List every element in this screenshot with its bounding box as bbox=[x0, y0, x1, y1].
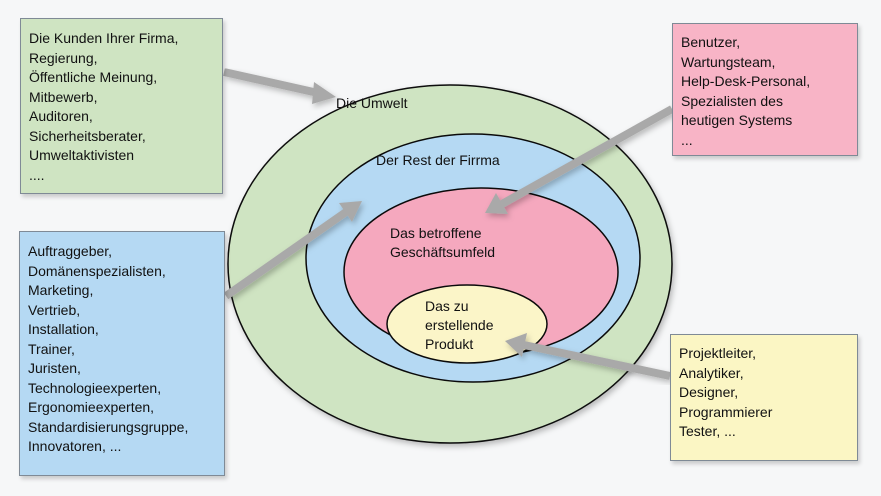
box-line: Help-Desk-Personal, bbox=[681, 73, 811, 89]
box-line: Ergonomieexperten, bbox=[28, 399, 155, 415]
box-line: Spezialisten des bbox=[681, 92, 783, 109]
box-line: Sicherheitsberater, bbox=[29, 127, 146, 144]
box-line: Wartungsteam, bbox=[681, 53, 776, 70]
box-line: Marketing, bbox=[28, 282, 94, 298]
box-line: Innovatoren, ... bbox=[28, 438, 122, 454]
box-line: ... bbox=[681, 131, 693, 148]
box-line: Öffentliche Meinung, bbox=[29, 69, 158, 85]
box-line: Vertrieb, bbox=[28, 301, 81, 318]
box-line: Tester, ... bbox=[679, 423, 736, 439]
rest-of-company-label: Der Rest der Firrma bbox=[376, 152, 500, 168]
box-line: Juristen, bbox=[28, 360, 81, 376]
box-line: Auftraggeber, bbox=[28, 243, 113, 259]
project-team-box: Projektleiter, Analytiker, Designer, Pro… bbox=[670, 334, 858, 461]
business-stakeholders-box: Auftraggeber, Domänenspezialisten, Marke… bbox=[19, 231, 225, 476]
arrow-environment bbox=[223, 68, 336, 104]
arrow-team bbox=[505, 333, 671, 380]
arrow-users bbox=[485, 105, 674, 214]
box-line: Analytiker, bbox=[679, 364, 744, 381]
environment-label: Die Umwelt bbox=[336, 95, 408, 111]
users-box: Benutzer, Wartungsteam, Help-Desk-Person… bbox=[672, 23, 858, 156]
box-line: Die Kunden Ihrer Firma, bbox=[29, 30, 179, 46]
environment-stakeholders-box: Die Kunden Ihrer Firma, Regierung, Öffen… bbox=[20, 18, 223, 194]
business-area-label-line-1: Das betroffene bbox=[390, 225, 482, 241]
box-line: Domänenspezialisten, bbox=[28, 262, 166, 279]
box-line: Designer, bbox=[679, 384, 739, 400]
box-line: Mitbewerb, bbox=[29, 88, 98, 105]
box-line: Programmierer bbox=[679, 403, 773, 420]
box-line: Regierung, bbox=[29, 49, 98, 66]
box-line: Installation, bbox=[28, 321, 99, 337]
product-label-line-1: Das zu bbox=[425, 298, 469, 314]
product-ring bbox=[386, 284, 548, 364]
product-label-line-3: Produkt bbox=[425, 336, 473, 352]
box-line: Projektleiter, bbox=[679, 345, 757, 361]
box-line: Trainer, bbox=[28, 340, 75, 357]
box-line: Auditoren, bbox=[29, 108, 93, 124]
arrow-business bbox=[223, 201, 362, 300]
box-line: Benutzer, bbox=[681, 34, 741, 50]
box-line: Standardisierungsgruppe, bbox=[28, 418, 189, 435]
box-line: Technologieexperten, bbox=[28, 379, 162, 396]
product-label-line-2: erstellende bbox=[425, 317, 494, 333]
box-line: Umweltaktivisten bbox=[29, 147, 135, 163]
box-line: heutigen Systems bbox=[681, 112, 793, 128]
business-area-label-line-2: Geschäftsumfeld bbox=[390, 244, 495, 260]
box-line: .... bbox=[29, 166, 45, 183]
